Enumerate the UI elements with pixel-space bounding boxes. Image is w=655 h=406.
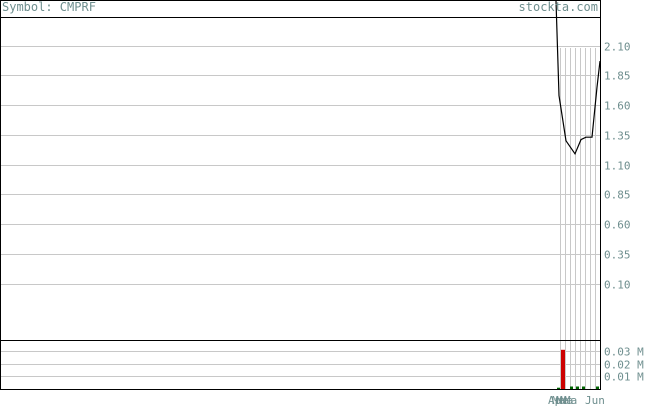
price-tick-label: 0.10 (604, 279, 631, 292)
date-tick-label: Ma (556, 394, 569, 406)
price-tick-label: 1.10 (604, 160, 631, 173)
volume-panel-frame (0, 340, 601, 390)
site-label: stockta.com (519, 0, 598, 14)
chart-frames (0, 0, 601, 390)
volume-bar (570, 386, 573, 389)
price-tick-label: 1.35 (604, 130, 631, 143)
date-tick-label: Jun (585, 394, 605, 406)
symbol-label: Symbol: CMPRF (2, 0, 96, 14)
volume-bar (561, 349, 565, 389)
date-tick-label: Ma (560, 394, 573, 406)
date-tick-label: Ma (552, 394, 565, 406)
volume-bars (557, 349, 599, 389)
price-tick-label: 1.85 (604, 70, 631, 83)
volume-bar (582, 386, 585, 389)
price-tick-label: 2.10 (604, 41, 631, 54)
price-line (555, 0, 601, 156)
volume-bar (576, 386, 579, 389)
price-axis-labels: 2.10 1.85 1.60 1.35 1.10 0.85 0.60 0.35 0.10 (604, 41, 631, 292)
volume-tick-label: 0.02 M (604, 359, 644, 372)
volume-bar (596, 386, 599, 389)
price-gridlines (1, 46, 600, 285)
volume-axis-labels: 0.03 M0.02 M0.01 M (604, 346, 644, 384)
price-tick-label: 0.60 (604, 219, 631, 232)
price-tick-label: 0.35 (604, 249, 631, 262)
volume-tick-label: 0.01 M (604, 371, 644, 384)
vertical-gridlines (560, 48, 596, 389)
volume-tick-label: 0.03 M (604, 346, 644, 359)
volume-gridlines (1, 351, 600, 377)
price-tick-label: 0.85 (604, 189, 631, 202)
date-tick-label: Ma (564, 394, 577, 406)
volume-bar (557, 387, 560, 389)
price-tick-label: 1.60 (604, 100, 631, 113)
date-tick-label: Ap (548, 394, 561, 406)
